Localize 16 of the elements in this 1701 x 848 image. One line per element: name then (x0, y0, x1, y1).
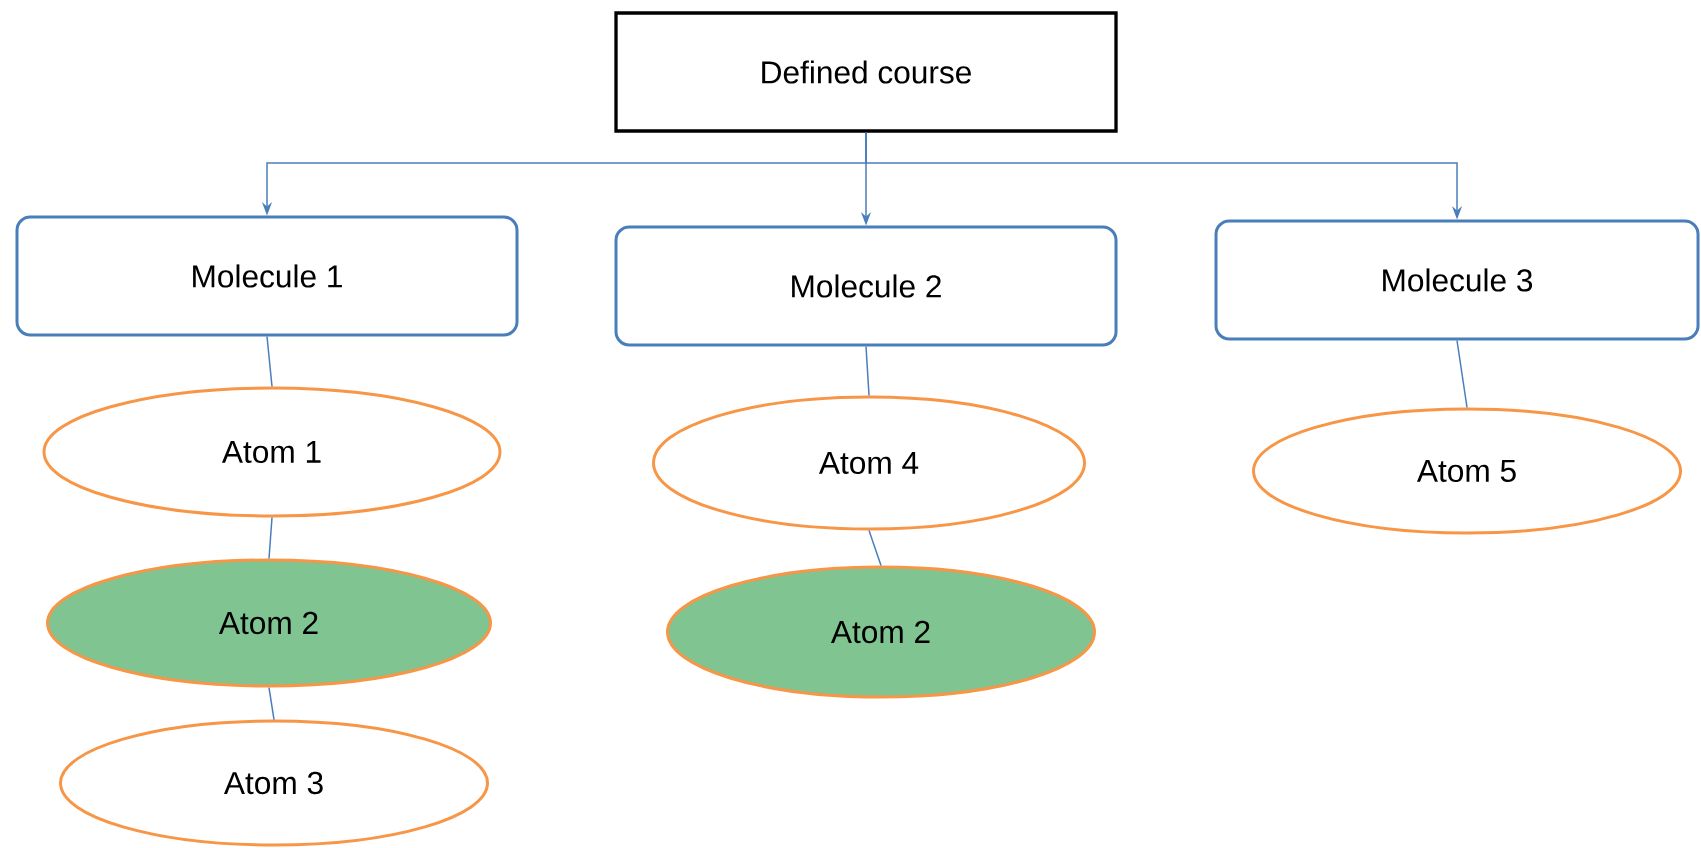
connector (268, 686, 275, 721)
rounded-box: Molecule 3 (1214, 219, 1700, 341)
connector (266, 335, 273, 388)
ellipse-node: Atom 3 (59, 719, 489, 847)
ellipse-node: Atom 5 (1252, 407, 1682, 535)
ellipse-node: Atom 1 (42, 386, 502, 518)
connector (865, 345, 870, 397)
ellipse-node: Atom 2 (46, 558, 492, 688)
title-box: Defined course (614, 11, 1118, 133)
connector (868, 529, 882, 567)
connector (1456, 339, 1468, 409)
ellipse-node: Atom 2 (666, 565, 1096, 699)
rounded-box: Molecule 2 (614, 225, 1118, 347)
rounded-box: Molecule 1 (15, 215, 519, 337)
ellipse-node: Atom 4 (652, 395, 1086, 531)
connector (268, 516, 273, 560)
